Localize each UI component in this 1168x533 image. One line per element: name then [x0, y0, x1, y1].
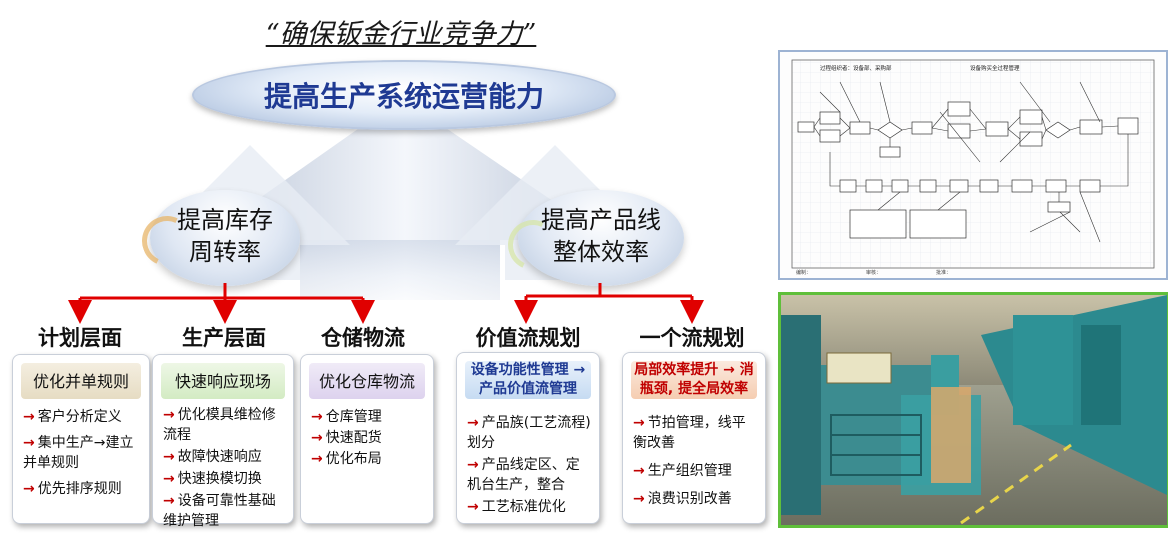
arrow-icon: →	[633, 415, 645, 431]
connector-arrows	[68, 283, 704, 324]
bubble-line1: 提高库存	[177, 206, 273, 234]
arrow-icon: →	[467, 457, 479, 473]
list-item: →浪费识别改善	[633, 491, 732, 507]
arrow-icon: →	[467, 415, 479, 431]
card-production: 快速响应现场 →优化模具维检修流程 →故障快速响应 →快速换模切换 →设备可靠性…	[152, 354, 294, 529]
list-item: →生产组织管理	[633, 463, 732, 479]
heading-warehouse: 仓储物流	[321, 326, 405, 350]
list-item: →仓库管理	[311, 409, 382, 425]
list-item: →快速配货	[311, 430, 382, 446]
bubble-line2: 周转率	[189, 238, 261, 266]
slogan-title: “确保钣金行业竞争力”	[265, 19, 537, 50]
flowchart-graphic: 过程组织者：设备部、采购部 设备购买全过程管理 编制： 审核： 批准：	[791, 59, 1155, 276]
flowchart-header-left: 过程组织者：设备部、采购部	[820, 64, 892, 72]
list-item: →优化布局	[311, 451, 382, 467]
card-item-list: →节拍管理，线平衡改善 →生产组织管理 →浪费识别改善	[633, 413, 757, 517]
heading-one-piece-flow: 一个流规划	[639, 326, 745, 350]
card-warehouse: 优化仓库物流 →仓库管理 →快速配货 →优化布局	[300, 354, 434, 524]
list-item: →产品族(工艺流程)划分	[467, 415, 591, 451]
list-item: →客户分析定义	[23, 409, 122, 425]
heading-value-stream: 价值流规划	[475, 326, 581, 350]
arrow-icon: →	[163, 471, 175, 487]
list-item: →产品线定区、定机台生产，整合	[467, 457, 580, 493]
list-item: →故障快速响应	[163, 449, 262, 465]
flowchart-footer-3: 批准：	[936, 269, 951, 276]
card-item-list: →仓库管理 →快速配货 →优化布局	[311, 407, 425, 470]
card-title: 局部效率提升 → 消瓶颈, 提全局效率	[631, 361, 757, 399]
card-title: 快速响应现场	[161, 363, 285, 399]
card-item-list: →客户分析定义 →集中生产→建立并单规则 →优先排序规则	[23, 407, 141, 505]
card-item-list: →优化模具维检修流程 →故障快速响应 →快速换模切换 →设备可靠性基础维护管理	[163, 405, 285, 533]
card-one-piece-flow: 局部效率提升 → 消瓶颈, 提全局效率 →节拍管理，线平衡改善 →生产组织管理 …	[622, 352, 766, 524]
list-item: →设备可靠性基础维护管理	[163, 493, 276, 529]
arrow-icon: →	[163, 493, 175, 509]
flowchart-footer-1: 编制：	[796, 269, 811, 276]
card-value-stream: 设备功能性管理 → 产品价值流管理 →产品族(工艺流程)划分 →产品线定区、定机…	[456, 352, 600, 524]
list-item: →快速换模切换	[163, 471, 262, 487]
card-planning: 优化并单规则 →客户分析定义 →集中生产→建立并单规则 →优先排序规则	[12, 354, 150, 524]
top-goal-ellipse: 提高生产系统运营能力	[192, 60, 616, 130]
list-item: →优先排序规则	[23, 481, 122, 497]
inventory-turnover-bubble: 提高库存 周转率	[134, 190, 300, 286]
arrow-icon: →	[633, 463, 645, 479]
list-item: →优化模具维检修流程	[163, 407, 276, 443]
bubble-line2: 整体效率	[553, 238, 649, 266]
bubble-line1: 提高产品线	[541, 206, 661, 234]
factory-scene-graphic	[781, 295, 1167, 525]
arrow-icon: →	[311, 430, 323, 446]
top-goal-label: 提高生产系统运营能力	[263, 80, 544, 113]
process-flowchart-image: 过程组织者：设备部、采购部 设备购买全过程管理 编制： 审核： 批准：	[778, 50, 1168, 280]
heading-production: 生产层面	[182, 326, 266, 350]
arrow-icon: →	[23, 435, 35, 451]
line-efficiency-bubble: 提高产品线 整体效率	[500, 190, 684, 286]
arrow-icon: →	[23, 409, 35, 425]
arrow-icon: →	[311, 409, 323, 425]
arrow-icon: →	[163, 449, 175, 465]
card-title: 设备功能性管理 → 产品价值流管理	[465, 361, 591, 399]
card-title: 优化仓库物流	[309, 363, 425, 399]
arrow-icon: →	[633, 491, 645, 507]
arrow-icon: →	[467, 499, 479, 515]
arrow-icon: →	[163, 407, 175, 423]
factory-floor-photo	[778, 292, 1168, 528]
arrow-icon: →	[311, 451, 323, 467]
heading-planning: 计划层面	[38, 326, 122, 350]
flowchart-footer-2: 审核：	[866, 269, 881, 276]
list-item: →工艺标准优化	[467, 499, 566, 515]
list-item: →集中生产→建立并单规则	[23, 435, 134, 471]
card-item-list: →产品族(工艺流程)划分 →产品线定区、定机台生产，整合 →工艺标准优化	[467, 413, 591, 519]
arrow-icon: →	[23, 481, 35, 497]
list-item: →节拍管理，线平衡改善	[633, 415, 746, 451]
flowchart-header-title: 设备购买全过程管理	[970, 64, 1020, 72]
card-title: 优化并单规则	[21, 363, 141, 399]
